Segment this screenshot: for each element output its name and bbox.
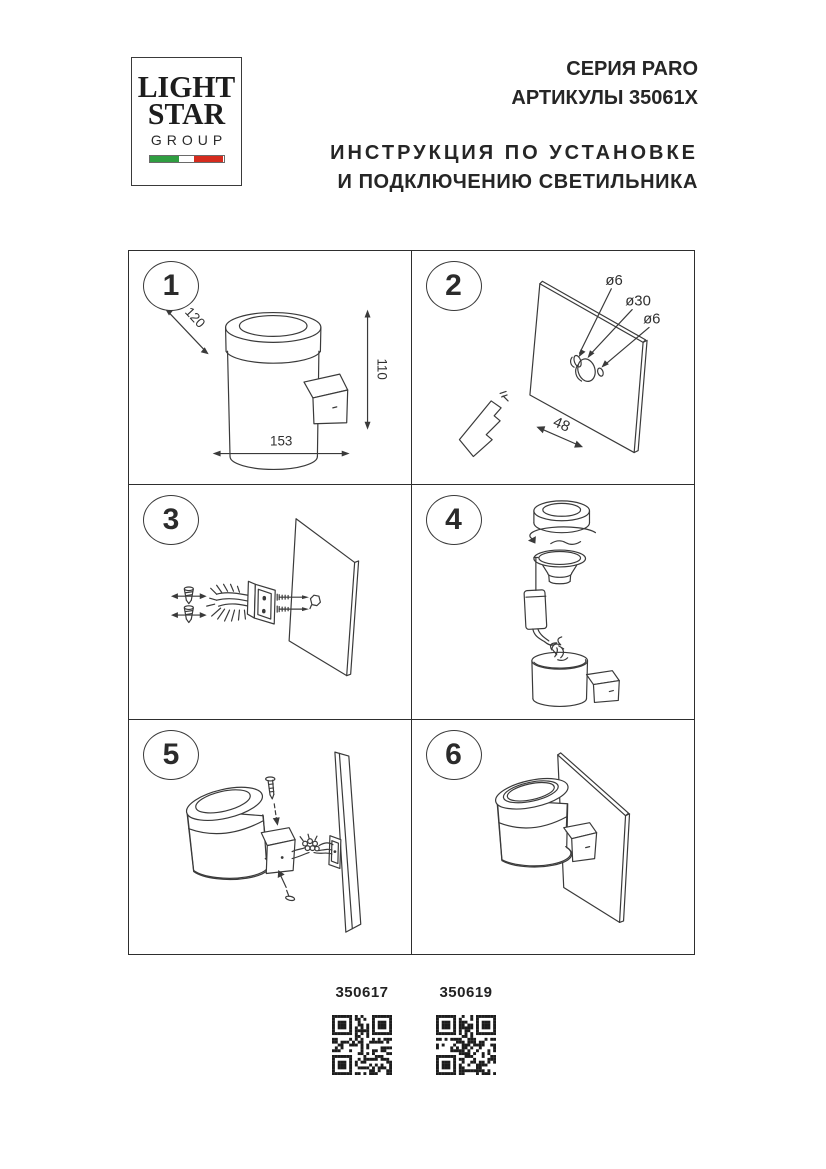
step-panel-4: 4: [411, 485, 694, 720]
instruction-line-1: ИНСТРУКЦИЯ ПО УСТАНОВКЕ: [330, 142, 698, 164]
dimension-110: 110: [364, 309, 389, 430]
dimension-label-110: 110: [374, 358, 389, 379]
step-panel-2: 2 ø6 ø30 ø6: [411, 251, 694, 486]
logo-word-light: LIGHT: [137, 69, 236, 104]
italian-flag-bar: [148, 155, 225, 163]
hole-label-d6-right: ø6: [643, 311, 660, 327]
step-6-assembled-drawing: [494, 751, 630, 923]
step-number-badge: 6: [425, 729, 482, 780]
instruction-steps-grid: 1 120: [128, 250, 695, 955]
wire-bundle: [206, 584, 253, 622]
lamp-body: [185, 786, 296, 880]
dimension-120: 120: [165, 304, 209, 355]
step-5-wiring-drawing: [185, 751, 362, 933]
step-4-exploded-drawing: [523, 500, 620, 708]
flag-red-segment: [193, 156, 224, 162]
drill-holes: [569, 354, 604, 382]
anchor-screw-symbols: [170, 586, 207, 624]
qr-code-350617: [332, 1015, 392, 1075]
driver-and-wires: [523, 557, 564, 656]
lightstar-logo: LIGHT STAR GROUP: [131, 57, 242, 186]
step-number-badge: 4: [425, 495, 482, 546]
document-title-block: СЕРИЯ PARO АРТИКУЛЫ 35061X ИНСТРУКЦИЯ ПО…: [330, 55, 698, 197]
dimension-48: 48: [535, 414, 583, 448]
lamp-body: [530, 647, 620, 708]
mounting-template: [458, 390, 509, 458]
hole-label-d30: ø30: [625, 294, 651, 310]
wall-panel: [528, 280, 648, 454]
lamp-module: [532, 549, 586, 585]
step-2-drilling-drawing: ø6 ø30 ø6 48: [458, 273, 660, 458]
flag-green-segment: [149, 156, 180, 162]
fixing-screws: [276, 593, 309, 614]
step-number-badge: 2: [425, 261, 482, 311]
step-number-badge: 3: [143, 495, 199, 546]
step-1-dimensions-drawing: 120 110 153: [165, 304, 389, 471]
bottom-screw: [277, 869, 296, 901]
step-number-badge: 5: [143, 729, 199, 780]
mounting-bracket: [246, 581, 276, 625]
instruction-title: ИНСТРУКЦИЯ ПО УСТАНОВКЕ И ПОДКЛЮЧЕНИЮ СВ…: [330, 139, 698, 197]
hole-callouts: ø6 ø30 ø6: [578, 273, 660, 368]
flag-white-segment: [179, 156, 194, 162]
dimension-label-48: 48: [550, 414, 571, 435]
top-screw: [265, 776, 280, 826]
qr-code-350619: [436, 1015, 496, 1075]
logo-word-star: STAR: [147, 96, 226, 131]
article-number-right: 350619: [439, 984, 493, 1001]
dimension-153: 153: [212, 434, 350, 457]
step-3-bracket-drawing: [170, 518, 360, 677]
step-panel-1: 1 120: [129, 251, 412, 486]
step-number-badge: 1: [143, 261, 199, 311]
wall-panel: [288, 518, 360, 677]
dimension-label-120: 120: [182, 304, 208, 331]
step-panel-5: 5: [129, 719, 412, 954]
step-panel-3: 3: [129, 485, 412, 720]
wall-panel: [328, 751, 362, 933]
step-panel-6: 6: [412, 720, 695, 954]
logo-word-group: GROUP: [150, 132, 228, 148]
wire-connector: [291, 833, 334, 859]
lamp-outline: [224, 311, 349, 471]
hole-label-d6-top: ø6: [605, 273, 622, 289]
rotate-arrow: [527, 526, 596, 546]
article-number-left: 350617: [335, 984, 389, 1001]
bezel-ring: [532, 500, 590, 534]
articles-title: АРТИКУЛЫ 35061X: [511, 87, 698, 109]
mounted-lamp: [494, 777, 597, 868]
series-title: СЕРИЯ PARO: [566, 58, 698, 80]
dimension-label-153: 153: [270, 434, 292, 449]
instruction-line-2: И ПОДКЛЮЧЕНИЮ СВЕТИЛЬНИКА: [337, 171, 698, 193]
